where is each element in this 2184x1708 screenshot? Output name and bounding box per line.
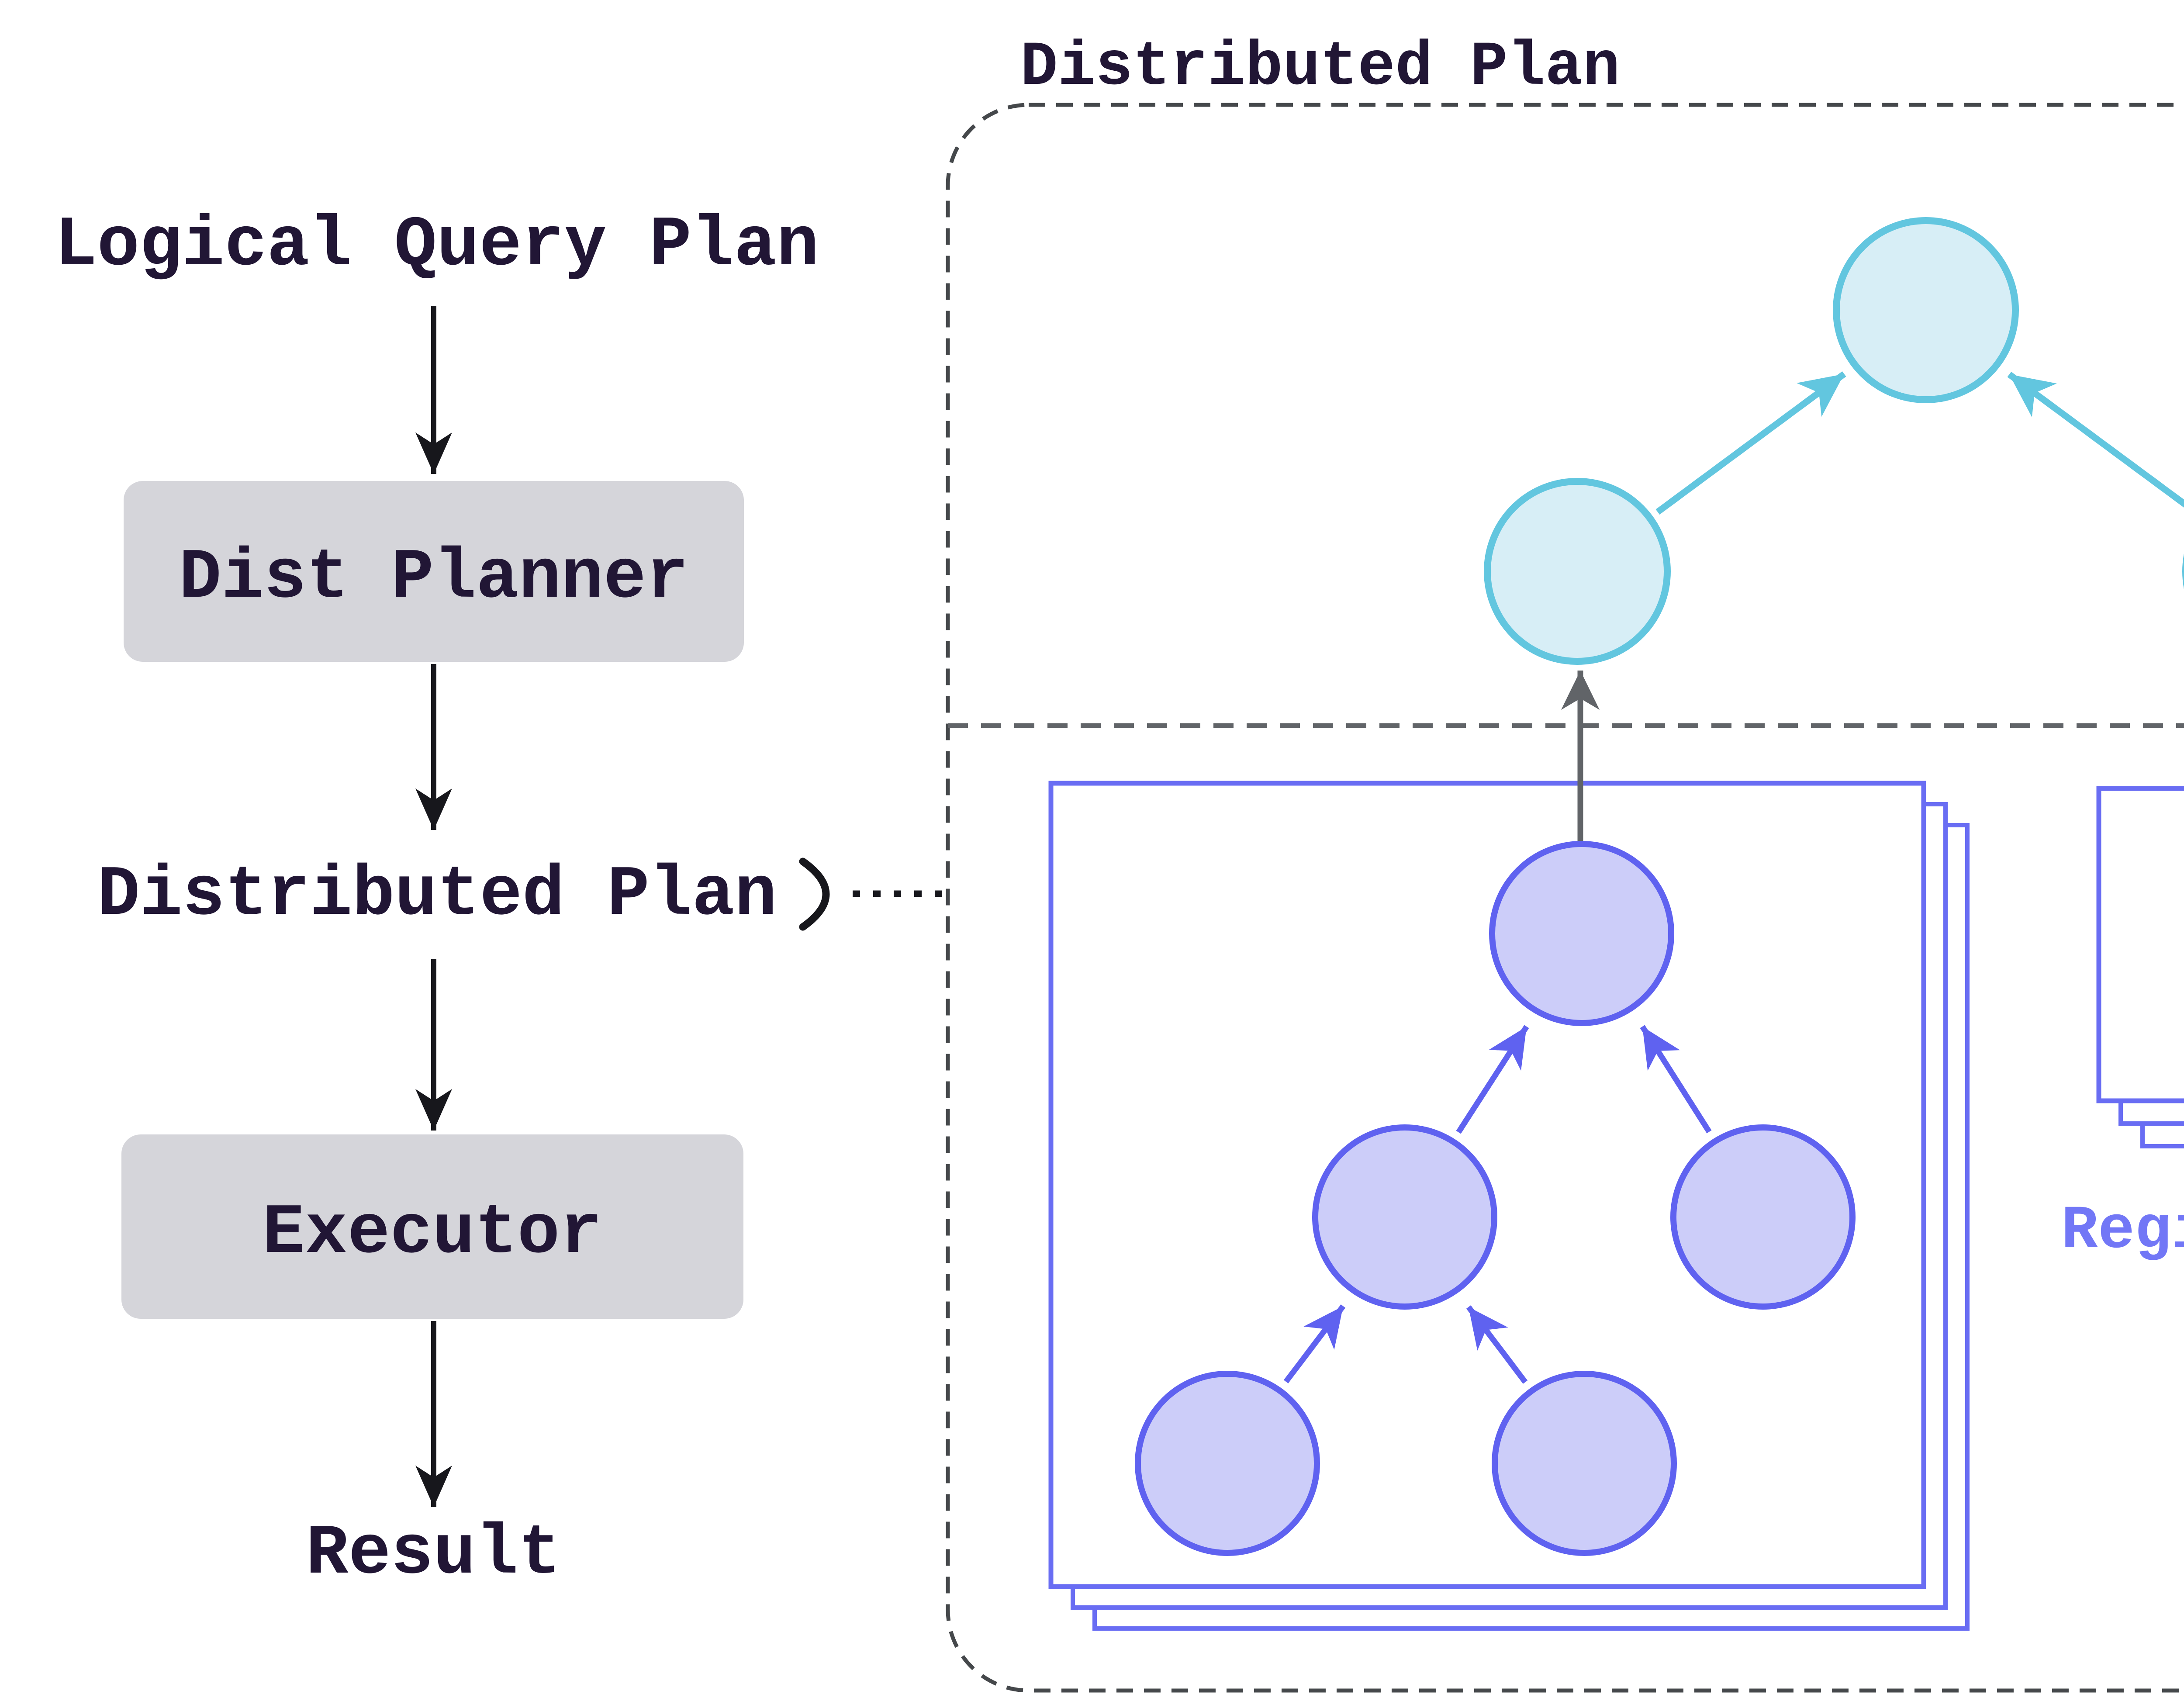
result-label: Result <box>306 1514 560 1594</box>
dist-planner-box <box>124 481 744 662</box>
distributed-plan-label: Distributed Plan <box>97 855 777 935</box>
region-sheet-front <box>2096 786 2184 1103</box>
executor-box <box>121 1134 743 1319</box>
tree-arrow-mr-to-root <box>1640 1025 1712 1134</box>
distributed-plan-title: Distributed Plan <box>1020 32 1620 103</box>
datanode-tree-leaf-right <box>1492 1371 1677 1556</box>
dist-planner-label: Dist Planner <box>179 538 689 618</box>
datanode-tree-root <box>1489 841 1674 1026</box>
datanode-tree-mid-left <box>1312 1124 1497 1310</box>
distributed-plan-dashed-container <box>946 103 2184 1693</box>
frontend-merge-arrow-right <box>2007 371 2184 508</box>
tree-arrow-bl-to-ml <box>1283 1304 1346 1383</box>
tree-arrow-br-to-ml <box>1466 1305 1528 1384</box>
tree-arrow-ml-to-root <box>1456 1025 1529 1134</box>
frontend-root-node <box>1833 217 2019 403</box>
executor-label: Executor <box>263 1193 602 1273</box>
connector-paren <box>799 857 830 931</box>
regions-label: Regions <box>2061 1196 2184 1266</box>
datanode-tree-leaf-left <box>1135 1371 1320 1556</box>
logical-query-plan-label: Logical Query Plan <box>55 205 819 286</box>
datanode-tree-mid-right <box>1670 1124 1856 1310</box>
region-stack-right <box>2096 786 2184 1148</box>
frontend-left-node <box>1484 478 1671 665</box>
frontend-merge-arrow-left <box>1655 371 1846 515</box>
